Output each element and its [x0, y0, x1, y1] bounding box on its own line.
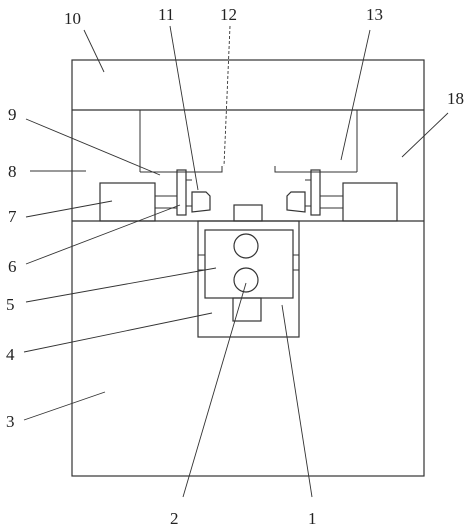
label-6: 6 [8, 257, 17, 276]
leader-18 [401, 112, 449, 158]
label-5: 5 [6, 295, 15, 314]
label-9: 9 [8, 105, 17, 124]
leader-7 [25, 200, 113, 218]
leader-3 [23, 391, 106, 421]
leader-2 [182, 282, 247, 498]
label-12: 12 [220, 5, 237, 24]
label-7: 7 [8, 207, 17, 226]
right-motor-block [342, 182, 398, 222]
leader-1 [281, 304, 313, 498]
lift-housing [197, 220, 300, 338]
label-18: 18 [447, 89, 464, 108]
leader-5 [25, 267, 217, 303]
lower-stem [232, 297, 262, 322]
leader-12 [223, 25, 231, 167]
left-hook [190, 166, 223, 173]
right-hook [274, 166, 310, 173]
lower-roller [233, 267, 259, 293]
label-3: 3 [6, 412, 15, 431]
label-8: 8 [8, 162, 17, 181]
label-2: 2 [170, 509, 179, 528]
leader-13 [340, 29, 371, 161]
leader-10 [83, 29, 105, 73]
label-10: 10 [64, 9, 81, 28]
center-top-block [233, 204, 263, 222]
label-1: 1 [308, 509, 317, 528]
left-motor-block [99, 182, 156, 222]
leader-4 [23, 312, 213, 353]
leader-9 [25, 118, 161, 176]
left-slider-plate [176, 169, 187, 216]
upper-roller [233, 233, 259, 259]
left-gripper-jaw [191, 191, 211, 213]
label-13: 13 [366, 5, 383, 24]
leader-6 [25, 204, 181, 265]
outer-frame [71, 59, 425, 477]
right-gripper-jaw [286, 191, 306, 213]
label-4: 4 [6, 345, 15, 364]
right-slider-plate [310, 169, 321, 216]
label-11: 11 [158, 5, 174, 24]
inner-carriage [204, 229, 294, 299]
leader-11 [169, 25, 199, 191]
